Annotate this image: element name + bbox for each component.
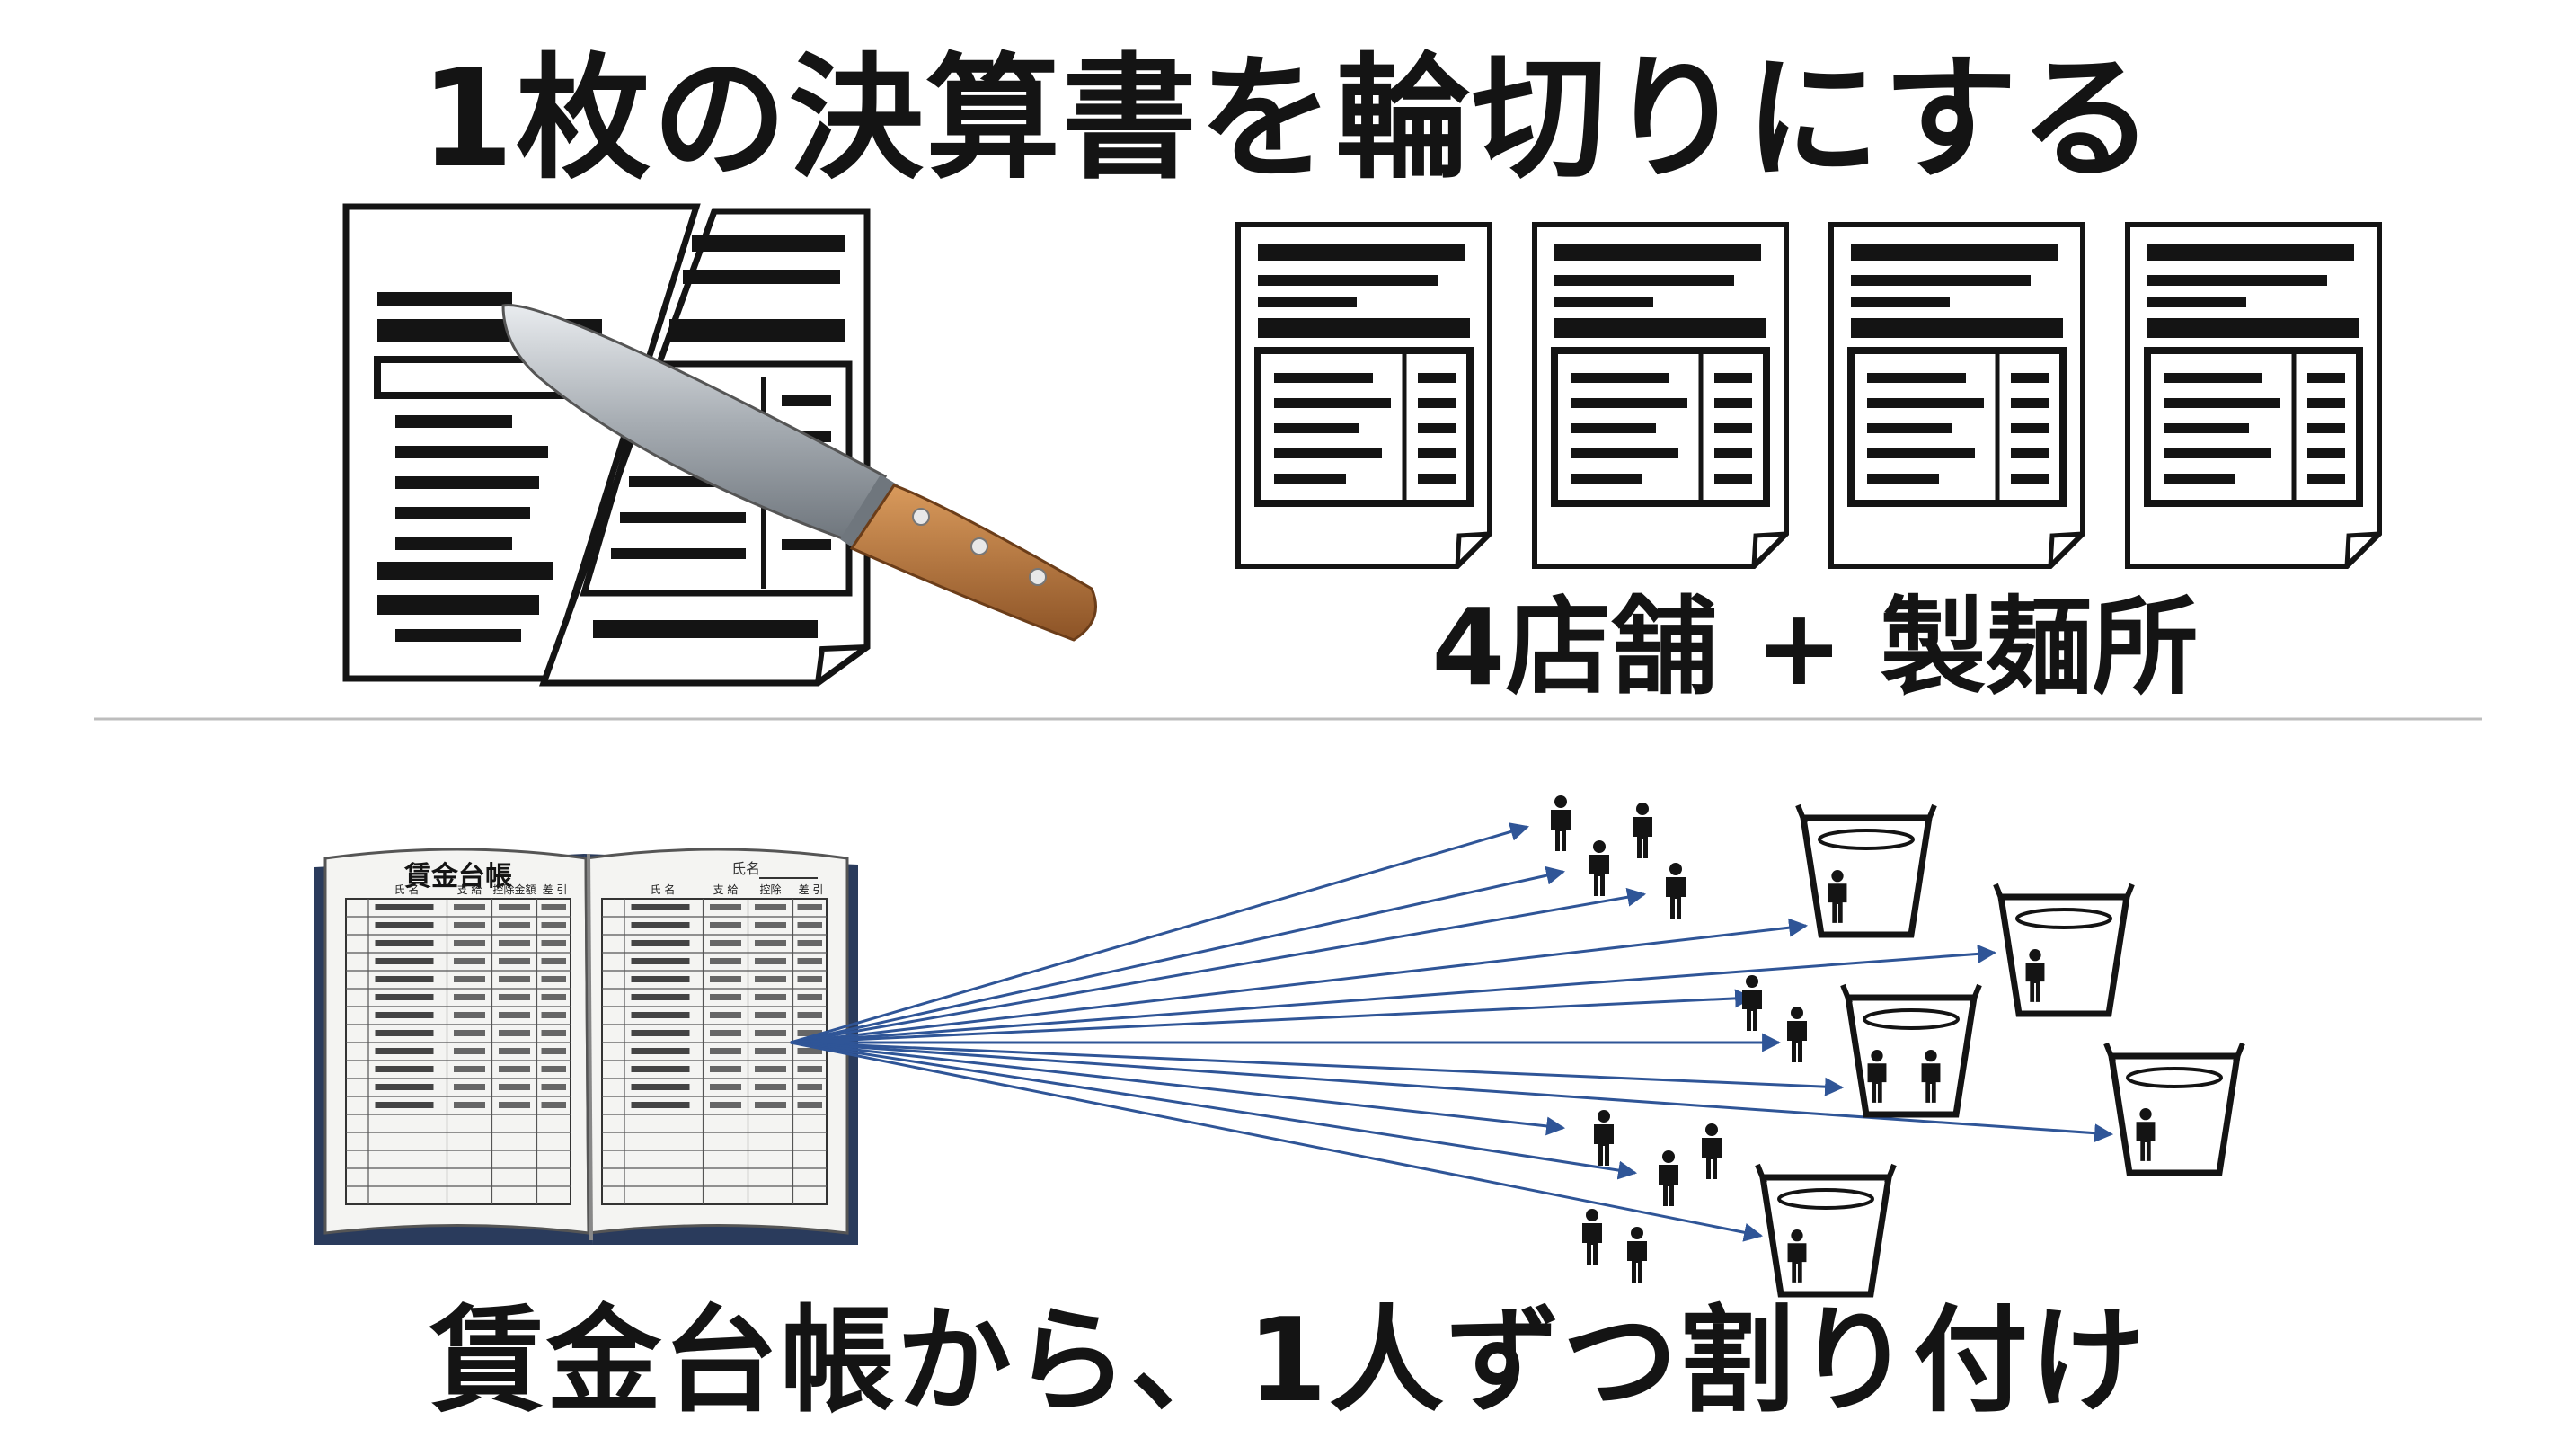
- cup-icon: [1840, 983, 1982, 1118]
- cup-icon: [1795, 803, 1937, 938]
- arrow-icon: [790, 1041, 2114, 1143]
- arrow-icon: [790, 944, 1997, 1044]
- person-icon: [1594, 1110, 1614, 1166]
- person-icon: [1633, 803, 1652, 858]
- ledger-column-header: 支 給: [457, 883, 482, 896]
- person-icon: [1666, 863, 1686, 919]
- ledger-column-header: 氏 名: [394, 883, 420, 896]
- person-icon: [1659, 1150, 1678, 1206]
- ledger-column-header: 差 引: [799, 883, 824, 896]
- employees-group: [1551, 795, 1807, 1283]
- person-icon: [1921, 1050, 1941, 1103]
- person-icon: [1828, 870, 1847, 923]
- person-icon: [1589, 840, 1609, 896]
- person-icon: [1787, 1007, 1807, 1062]
- stores-label: 4店舗 + 製麺所: [1431, 585, 2199, 709]
- arrow-icon: [790, 865, 1566, 1044]
- document-icon: [1828, 222, 2085, 569]
- statement-left-piece: [342, 203, 701, 682]
- cup-icon: [1755, 1163, 1897, 1298]
- arrow-icon: [790, 887, 1647, 1044]
- arrow-icon: [790, 918, 1809, 1044]
- arrow-icon: [790, 1041, 1764, 1242]
- person-icon: [1702, 1123, 1722, 1179]
- ledger-corner-label: 氏名: [731, 860, 760, 877]
- arrow-icon: [790, 1041, 1638, 1180]
- assignment-arrows: [790, 822, 2114, 1242]
- document-icon: [1235, 222, 1492, 569]
- knife-icon: [501, 304, 1097, 642]
- arrow-icon: [790, 1041, 1566, 1136]
- cup-icon: [1993, 883, 2135, 1017]
- ledger-column-header: 支 給: [713, 883, 739, 896]
- ledger-column-header: 控除金額: [492, 883, 536, 896]
- ledger-column-header: 控除: [759, 883, 781, 896]
- ledger-left-table: 氏 名 支 給控除金額差 引: [345, 883, 571, 1205]
- ledger-column-header: 差 引: [543, 883, 568, 896]
- store-documents: [1235, 222, 2382, 569]
- person-icon: [1551, 795, 1571, 851]
- cost-buckets-group: [1755, 803, 2245, 1298]
- page-title: 1枚の決算書を輪切りにする: [420, 41, 2156, 198]
- arrow-icon: [790, 1041, 1845, 1096]
- ledger-column-header: 氏 名: [651, 883, 676, 896]
- person-icon: [1627, 1227, 1647, 1283]
- ledger-right-table: 氏 名 支 給 控除 差 引: [601, 883, 828, 1205]
- person-icon: [2136, 1108, 2156, 1161]
- person-icon: [1787, 1229, 1807, 1283]
- ledger-book-icon: 賃金台帳 氏名 氏 名支 給控除金額差 引 氏 名支 給控除差 引: [314, 848, 858, 1245]
- cup-icon: [2103, 1042, 2245, 1176]
- bottom-caption: 賃金台帳から、1人ずつ割り付け: [429, 1294, 2147, 1428]
- arrow-icon: [790, 989, 1755, 1044]
- arrow-icon: [790, 822, 1530, 1044]
- person-icon: [1867, 1050, 1887, 1103]
- person-icon: [1582, 1209, 1602, 1265]
- ledger-title: 賃金台帳: [403, 861, 512, 892]
- person-icon: [1742, 975, 1762, 1031]
- document-icon: [1532, 222, 1789, 569]
- sliced-statement: [342, 203, 1097, 687]
- document-icon: [2125, 222, 2382, 569]
- person-icon: [2025, 949, 2045, 1002]
